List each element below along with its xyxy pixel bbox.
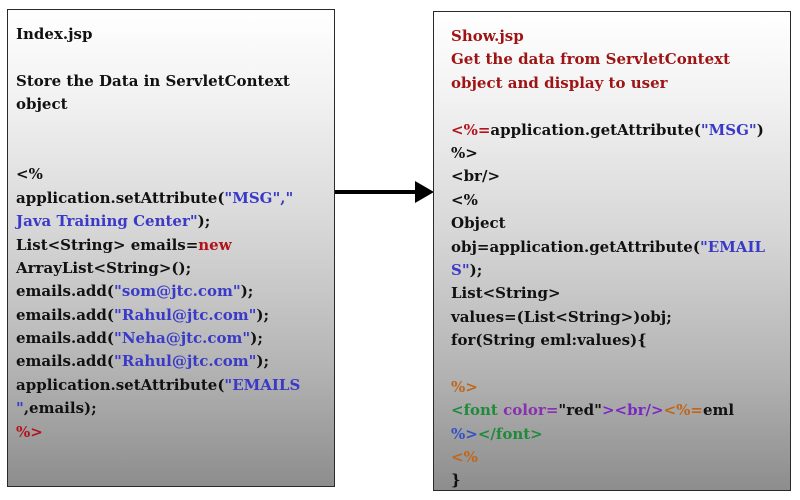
code-token: Java Training Center" (16, 212, 198, 231)
code-line: Index.jsp (16, 23, 334, 46)
code-token: emails.add( (16, 282, 114, 301)
code-token: </font> (477, 424, 543, 443)
code-line: <% (16, 163, 334, 186)
code-line: application.setAttribute("MSG"," (16, 187, 334, 210)
code-token: %> (16, 422, 43, 441)
code-token: } (451, 471, 461, 490)
code-token: "EMAIL (699, 237, 766, 256)
code-token: Store the Data in ServletContext (16, 71, 290, 90)
code-token: "Rahul@jtc.com" (114, 352, 257, 371)
code-token: %> (451, 424, 478, 443)
code-token: ); (240, 282, 254, 301)
code-line: emails.add("Rahul@jtc.com"); (16, 304, 334, 327)
code-line: obj=application.getAttribute("EMAIL (451, 236, 790, 259)
code-token: <%= (663, 401, 703, 420)
code-line: %> (451, 142, 790, 165)
code-line: <% (451, 189, 790, 212)
code-token: <br/> (451, 167, 501, 186)
code-token: ); (469, 260, 483, 279)
code-token: emails.add( (16, 305, 114, 324)
code-line: Get the data from ServletContext (451, 48, 790, 71)
code-line: %> (16, 421, 334, 444)
code-line: S"); (451, 259, 790, 282)
code-token: <% (16, 165, 43, 184)
code-token: " (16, 399, 24, 418)
code-token: <%= (451, 120, 491, 139)
code-token: "Rahul@jtc.com" (114, 305, 257, 324)
blank-line (16, 117, 334, 140)
code-token: "MSG" (700, 120, 757, 139)
blank-line (16, 46, 334, 69)
code-token: <font (451, 401, 504, 420)
code-token: obj=application.getAttribute( (451, 237, 700, 256)
code-token: %> (451, 143, 478, 162)
code-line: <font color="red"><br/><%=eml (451, 399, 790, 422)
code-token: for(String eml:values){ (451, 331, 647, 350)
code-token: ); (256, 305, 270, 324)
code-line: } (451, 469, 790, 490)
code-token: List<String> (451, 284, 561, 303)
code-line: ArrayList<String>(); (16, 257, 334, 280)
code-token: application.setAttribute( (16, 188, 225, 207)
code-line: %></font> (451, 423, 790, 446)
code-token: application.setAttribute( (16, 375, 225, 394)
code-line: Show.jsp (451, 25, 790, 48)
arrow-icon (335, 181, 434, 203)
code-line: <% (451, 446, 790, 469)
code-token: ); (250, 329, 263, 348)
code-line: values=(List<String>)obj; (451, 306, 790, 329)
code-token: "red" (558, 401, 602, 420)
code-line: List<String> emails=new (16, 234, 334, 257)
code-token: <% (451, 448, 478, 467)
code-line: Object (451, 212, 790, 235)
code-line: ",emails); (16, 397, 334, 420)
blank-line (451, 352, 790, 375)
code-line: emails.add("Neha@jtc.com"); (16, 327, 334, 350)
code-token: emails.add( (16, 352, 114, 371)
blank-line (16, 140, 334, 163)
code-line: object (16, 93, 334, 116)
code-token: "EMAILS (224, 375, 301, 394)
code-line: application.setAttribute("EMAILS (16, 374, 334, 397)
code-token: ) (756, 120, 764, 139)
code-line: List<String> (451, 282, 790, 305)
code-token: object and display to user (451, 73, 668, 92)
code-line: emails.add("som@jtc.com"); (16, 280, 334, 303)
code-token: ,emails); (23, 399, 97, 418)
code-line: emails.add("Rahul@jtc.com"); (16, 350, 334, 373)
blank-line (451, 95, 790, 118)
code-token: Get the data from ServletContext (451, 50, 730, 69)
code-token: "Neha@jtc.com" (114, 329, 251, 348)
code-token: eml (702, 401, 735, 420)
code-token: <% (451, 190, 478, 209)
code-line: <%=application.getAttribute("MSG") (451, 119, 790, 142)
code-token: S" (451, 260, 470, 279)
code-token: List<String> emails= (16, 235, 199, 254)
code-token: new (198, 235, 232, 254)
code-token: ><br/> (601, 401, 664, 420)
code-line: object and display to user (451, 72, 790, 95)
code-line: Java Training Center"); (16, 210, 334, 233)
code-token: %> (451, 377, 478, 396)
code-token: values=(List<String>)obj; (451, 307, 672, 326)
code-line: for(String eml:values){ (451, 329, 790, 352)
code-token: Index.jsp (16, 25, 93, 43)
code-line: %> (451, 376, 790, 399)
code-token: Object (451, 214, 506, 233)
code-token: ); (197, 212, 211, 231)
code-token: emails.add( (16, 329, 114, 348)
code-token: Show.jsp (451, 27, 524, 45)
code-token: application.getAttribute( (490, 120, 701, 139)
code-token: "MSG"," (224, 188, 294, 207)
code-line: <br/> (451, 165, 790, 188)
code-token: object (16, 95, 68, 114)
code-line: Store the Data in ServletContext (16, 70, 334, 93)
code-token: "som@jtc.com" (114, 282, 241, 301)
code-token: ); (256, 352, 270, 371)
code-token: ArrayList<String>(); (16, 258, 192, 277)
code-token: color= (503, 401, 559, 420)
